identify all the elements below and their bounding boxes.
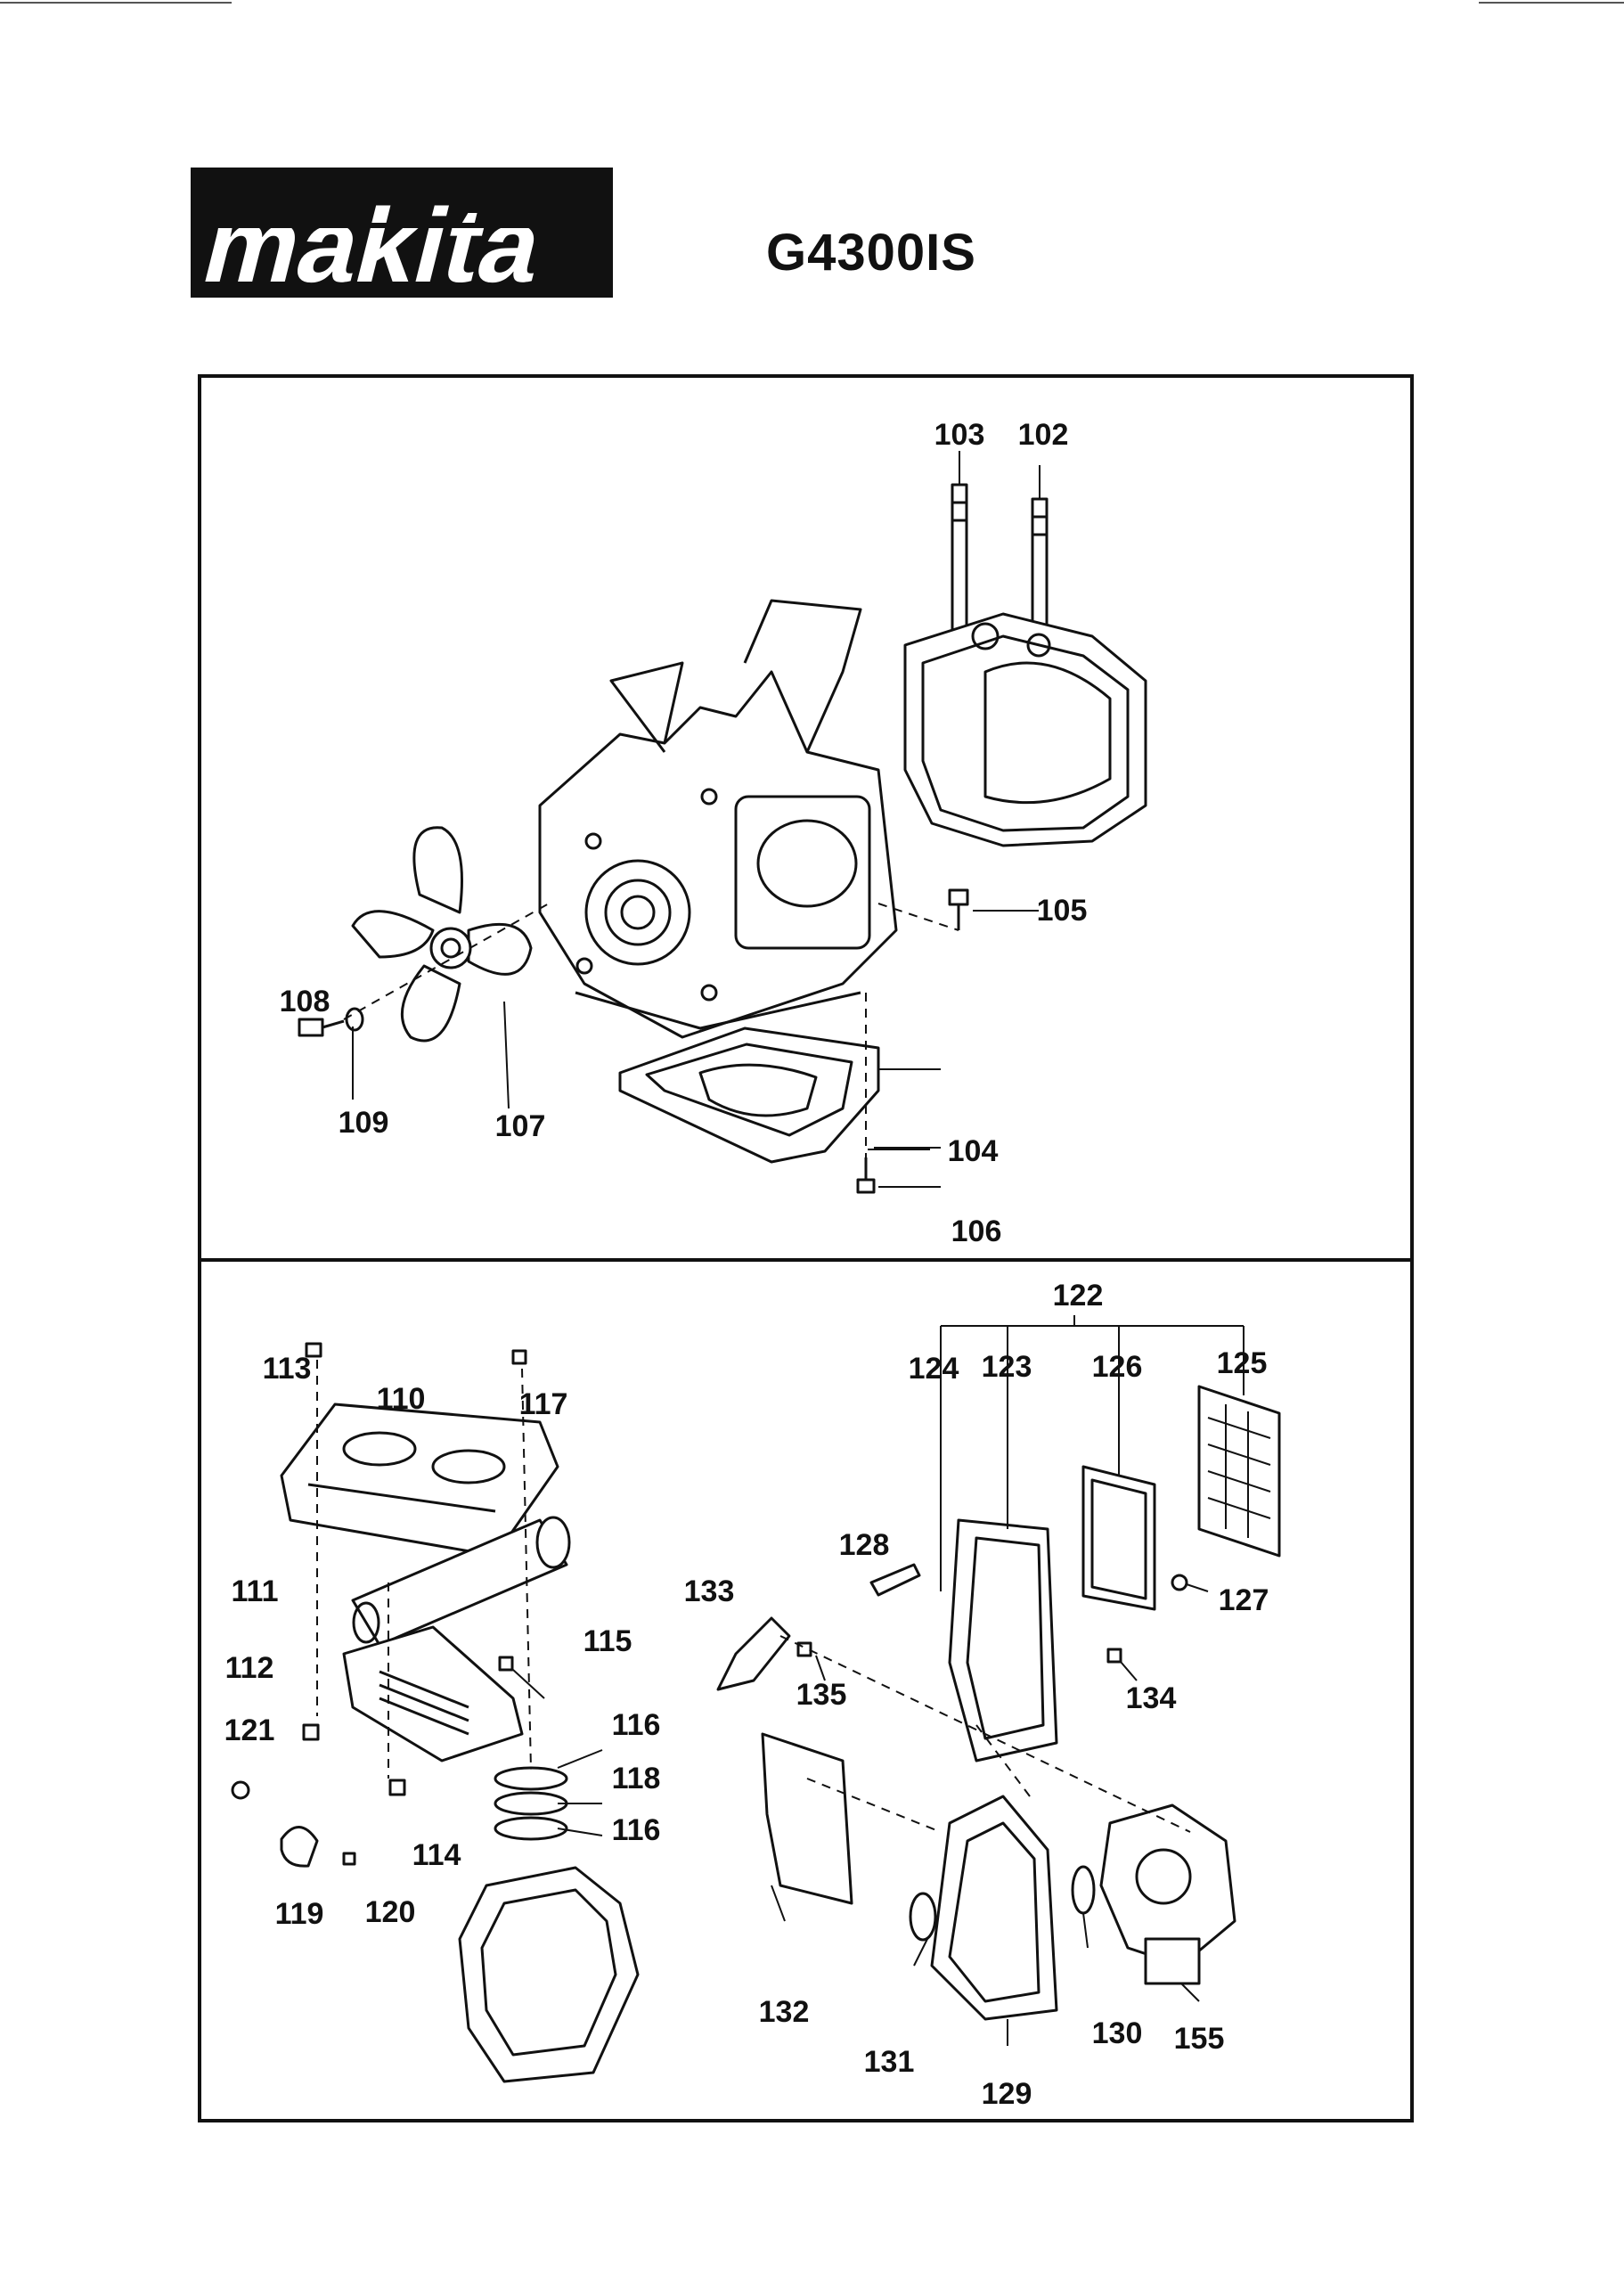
exhaust-gaskets bbox=[494, 1766, 568, 1841]
engine-block-drawing bbox=[298, 451, 1147, 1194]
nut-127 bbox=[1171, 1574, 1188, 1591]
muffler-air-filter-exploded-view: 122 124 123 126 125 113 110 117 128 127 … bbox=[198, 1258, 1414, 2122]
cooling-fan bbox=[351, 826, 533, 1043]
makita-logo: makita bbox=[191, 168, 613, 298]
callout-123: 123 bbox=[981, 1350, 1032, 1384]
stud-102 bbox=[1031, 465, 1049, 643]
heat-shield bbox=[342, 1625, 524, 1762]
pin-128 bbox=[869, 1563, 921, 1597]
callout-103: 103 bbox=[934, 418, 985, 452]
cylinder-head bbox=[903, 612, 1147, 847]
bolt-106 bbox=[856, 1157, 876, 1194]
crankcase bbox=[538, 599, 898, 1039]
kit-122-bracket bbox=[940, 1315, 1245, 1338]
scan-edge-top-left bbox=[0, 2, 232, 4]
callout-125: 125 bbox=[1216, 1346, 1268, 1380]
fan-bolt bbox=[298, 1018, 345, 1037]
callout-113: 113 bbox=[262, 1352, 312, 1386]
fan-washer bbox=[345, 1007, 364, 1032]
callout-115: 115 bbox=[583, 1624, 632, 1658]
bolt-134 bbox=[1106, 1648, 1122, 1664]
callout-108: 108 bbox=[279, 985, 331, 1018]
intake-129 bbox=[930, 1795, 1058, 2021]
callout-109: 109 bbox=[338, 1106, 389, 1140]
filter-element bbox=[1081, 1465, 1156, 1611]
callout-119: 119 bbox=[274, 1897, 324, 1931]
callout-124: 124 bbox=[908, 1352, 959, 1386]
air-cleaner-housing bbox=[948, 1518, 1058, 1762]
callout-114: 114 bbox=[412, 1838, 461, 1872]
stud-103 bbox=[951, 451, 968, 640]
callout-118: 118 bbox=[611, 1762, 661, 1795]
callout-126: 126 bbox=[1091, 1350, 1143, 1384]
muffler-carburetor-drawing bbox=[231, 1315, 1281, 2083]
callout-120: 120 bbox=[364, 1895, 416, 1929]
callout-117: 117 bbox=[518, 1387, 568, 1421]
callout-116-upper: 116 bbox=[611, 1708, 661, 1742]
air-cleaner-cover bbox=[1197, 1385, 1281, 1558]
scan-edge-top-right bbox=[1479, 2, 1624, 4]
small-fasteners bbox=[231, 1342, 527, 1868]
callout-107: 107 bbox=[494, 1109, 546, 1143]
callout-106: 106 bbox=[951, 1215, 1002, 1248]
callout-130: 130 bbox=[1091, 2016, 1143, 2050]
engine-block-exploded-view: 103 102 105 108 109 107 104 106 bbox=[198, 374, 1414, 1262]
gasket-130 bbox=[1071, 1865, 1096, 1915]
muffler-pipe bbox=[351, 1516, 571, 1647]
muffler-cover bbox=[280, 1403, 559, 1558]
callout-134: 134 bbox=[1125, 1681, 1177, 1715]
bracket-133 bbox=[716, 1616, 791, 1691]
callout-135: 135 bbox=[796, 1678, 847, 1712]
gasket-132 bbox=[761, 1732, 853, 1905]
callout-111: 111 bbox=[231, 1574, 279, 1608]
callout-133: 133 bbox=[683, 1574, 735, 1608]
callout-116-lower: 116 bbox=[611, 1813, 661, 1847]
logo-wordmark: makita bbox=[192, 188, 556, 298]
bolt-105 bbox=[948, 888, 969, 930]
gasket-131 bbox=[909, 1892, 937, 1942]
callout-122: 122 bbox=[1052, 1279, 1104, 1313]
callout-128: 128 bbox=[838, 1528, 890, 1562]
callout-105: 105 bbox=[1036, 894, 1088, 928]
callout-112: 112 bbox=[224, 1651, 274, 1685]
carburetor bbox=[1099, 1803, 1236, 1985]
callout-129: 129 bbox=[981, 2077, 1032, 2111]
cylinder-stub bbox=[458, 1866, 640, 2083]
callout-127: 127 bbox=[1218, 1583, 1269, 1617]
model-number: G4300IS bbox=[766, 224, 976, 282]
callout-155: 155 bbox=[1173, 2022, 1225, 2056]
callout-110: 110 bbox=[376, 1382, 426, 1416]
callout-121: 121 bbox=[224, 1713, 275, 1747]
callout-132: 132 bbox=[758, 1995, 810, 2029]
callout-102: 102 bbox=[1017, 418, 1069, 452]
callout-131: 131 bbox=[863, 2045, 915, 2079]
oil-pan bbox=[618, 1026, 880, 1164]
callout-104: 104 bbox=[947, 1134, 999, 1168]
